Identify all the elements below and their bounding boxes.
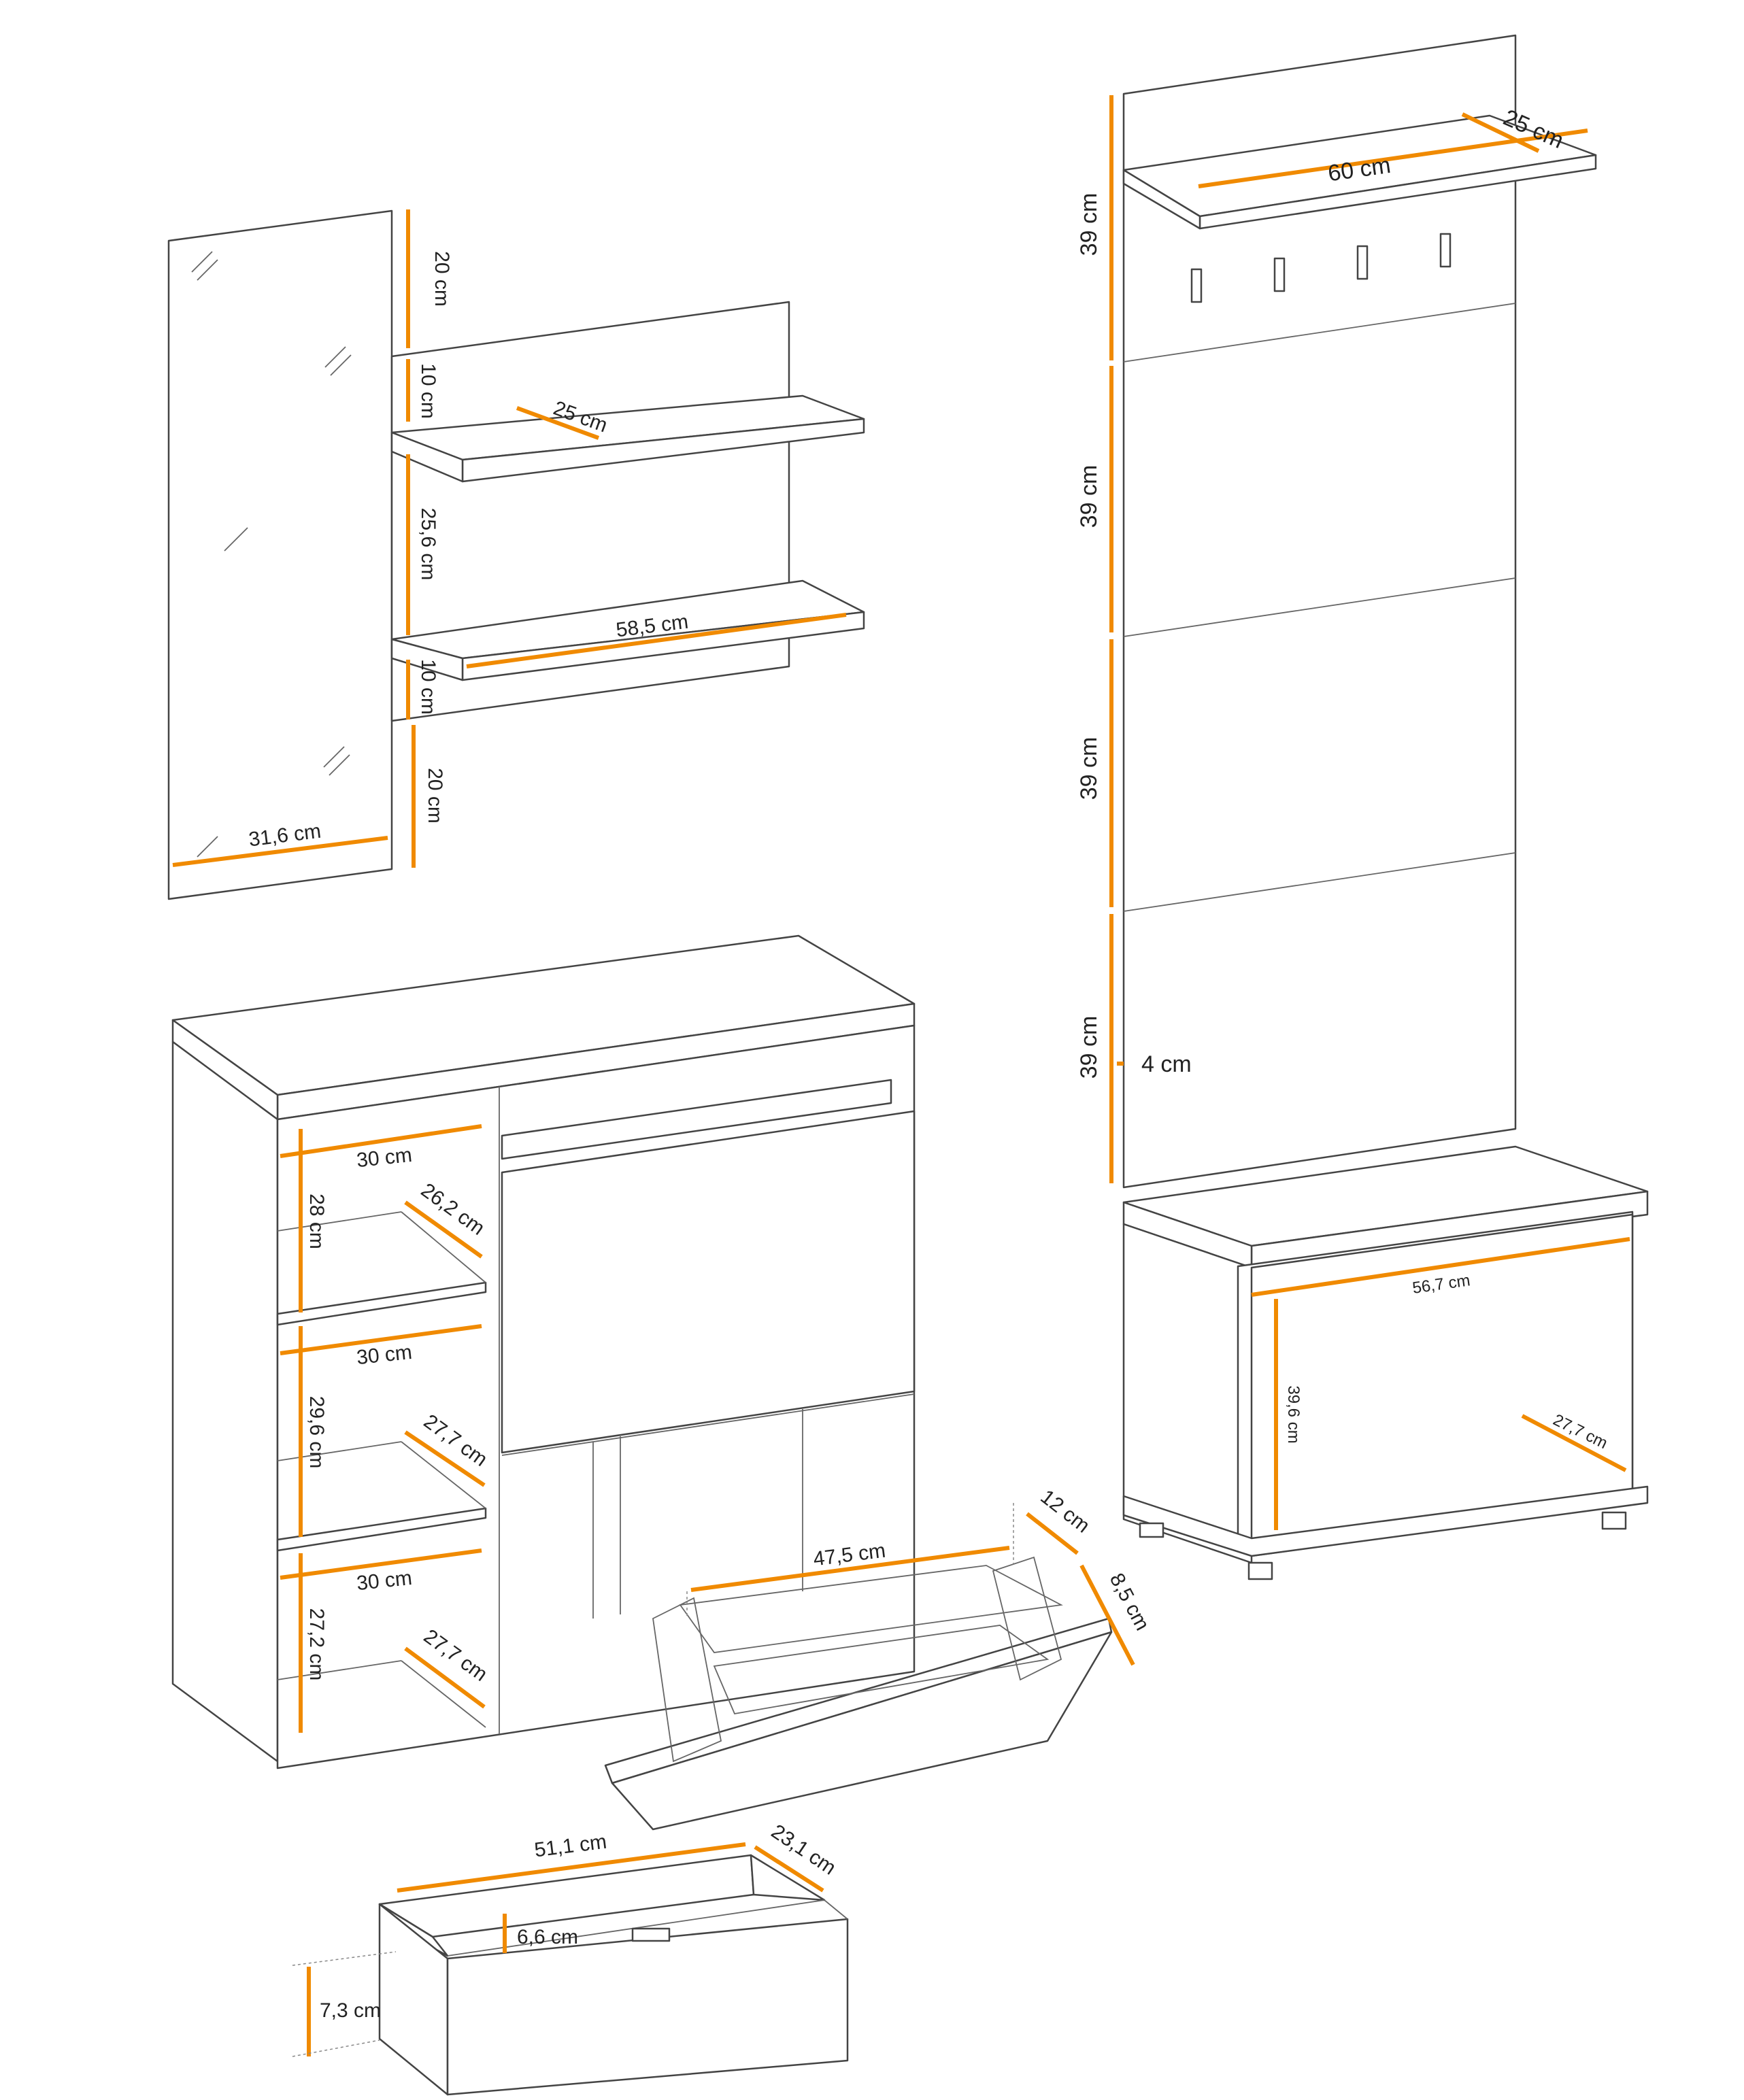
cab-height-2-label: 29,6 cm — [305, 1396, 328, 1469]
shelf-gap-bottom-label: 10 cm — [417, 659, 439, 715]
drawer-handle — [631, 1927, 671, 1942]
panel-thickness-label: 4 cm — [1141, 1051, 1192, 1077]
panel-2-label: 39 cm — [1076, 465, 1102, 528]
bench-inner-height-label: 39,6 cm — [1284, 1385, 1303, 1443]
drawer-width-label: 51,1 cm — [533, 1831, 608, 1862]
mirror: 31,6 cm — [167, 209, 393, 900]
panel-4-label: 39 cm — [1076, 1016, 1102, 1079]
panel-1-label: 39 cm — [1076, 193, 1102, 256]
coat-hooks — [1190, 233, 1452, 303]
mirror-bottom-label: 20 cm — [424, 768, 446, 824]
cab-height-3-label: 27,2 cm — [305, 1608, 328, 1681]
hall-stand: 39 cm 39 cm 39 cm 39 cm 4 cm 60 cm 25 cm… — [1076, 34, 1649, 1580]
shelf-gap-middle-label: 25,6 cm — [417, 508, 439, 581]
drawer-inner-height-label: 6,6 cm — [517, 1926, 578, 1948]
cab-height-1-label: 28 cm — [305, 1193, 328, 1249]
panel-3-label: 39 cm — [1076, 737, 1102, 800]
wall-shelf: 20 cm 10 cm 25,6 cm 10 cm 20 cm 25 cm 58… — [390, 209, 865, 868]
drawer: 51,1 cm 23,1 cm 6,6 cm 7,3 cm — [292, 1820, 849, 2096]
shelf-top-gap-label: 20 cm — [431, 251, 453, 307]
drawer-height-label: 7,3 cm — [320, 1999, 381, 2022]
shelf-gap-top-label: 10 cm — [417, 363, 439, 419]
drawer-depth-label: 23,1 cm — [767, 1820, 840, 1880]
shoe-cabinet: 30 cm 30 cm 30 cm 28 cm 29,6 cm 27,2 cm … — [171, 934, 916, 1769]
